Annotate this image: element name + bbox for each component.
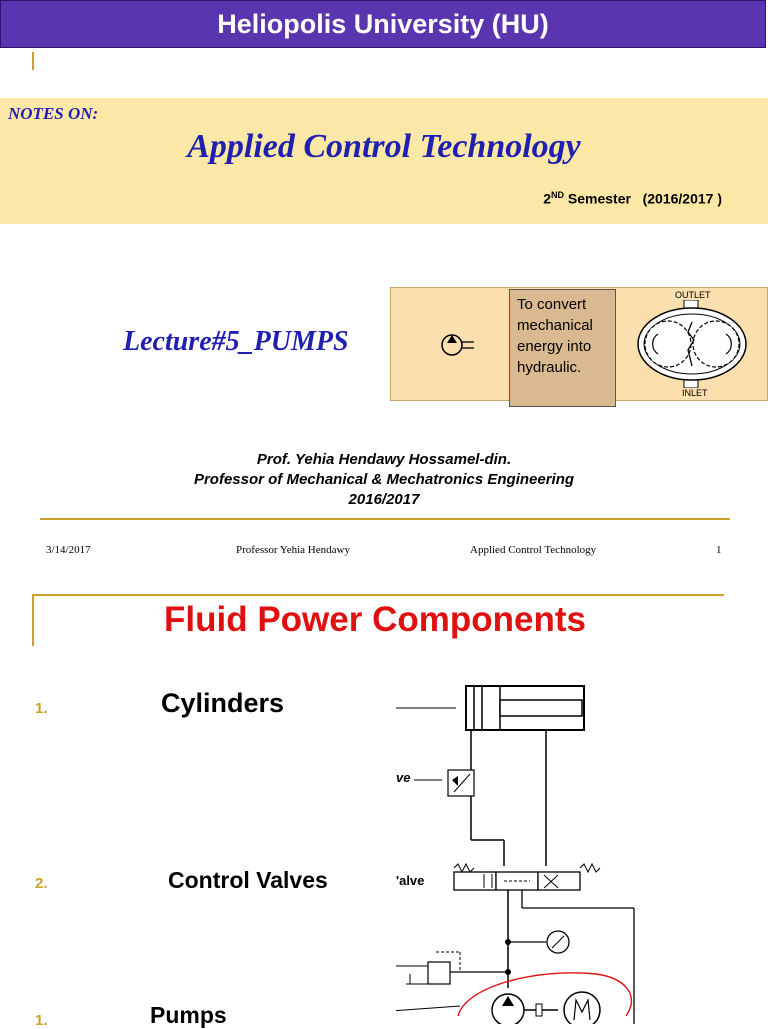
footer-page-number: 1 xyxy=(716,544,722,556)
item-number: 2. xyxy=(35,875,48,892)
university-header: Heliopolis University (HU) xyxy=(0,0,766,48)
footer-date: 3/14/2017 xyxy=(46,544,91,556)
item-number: 1. xyxy=(35,700,48,717)
author-position: Professor of Mechanical & Mechatronics E… xyxy=(193,471,575,488)
inlet-label: INLET xyxy=(682,388,708,398)
header-accent-tick xyxy=(32,52,34,70)
slide2-top-rule xyxy=(32,594,724,596)
pump-symbol-icon xyxy=(441,334,474,356)
diagram-label-fragment: ve xyxy=(396,770,411,785)
hydraulic-circuit-diagram xyxy=(396,685,635,1024)
notes-on-label: NOTES ON: xyxy=(8,104,99,123)
semester-label: 2ND Semester (2016/2017 ) xyxy=(543,190,722,207)
course-title: Applied Control Technology xyxy=(187,128,581,165)
diagram-label-fragment: 'alve xyxy=(396,873,425,888)
footer-divider xyxy=(40,518,730,520)
outlet-label: OUTLET xyxy=(675,290,711,300)
footer-presenter: Professor Yehia Hendawy xyxy=(236,544,350,556)
footer-course: Applied Control Technology xyxy=(470,544,597,556)
notes-panel xyxy=(0,98,768,224)
pump-definition-box: To convert mechanical energy into hydrau… xyxy=(509,289,616,407)
item-number: 1. xyxy=(35,1012,48,1029)
slide2-title: Fluid Power Components xyxy=(164,600,586,639)
item-cylinders: Cylinders xyxy=(161,688,285,718)
author-name: Prof. Yehia Hendawy Hossamel-din. xyxy=(256,451,512,468)
author-year: 2016/2017 xyxy=(348,491,420,508)
slide2-left-rule xyxy=(32,594,34,646)
gear-pump-icon xyxy=(637,300,747,388)
lecture-title: Lecture#5_PUMPS xyxy=(123,326,349,357)
item-pumps: Pumps xyxy=(150,1002,227,1028)
item-control-valves: Control Valves xyxy=(168,867,328,893)
